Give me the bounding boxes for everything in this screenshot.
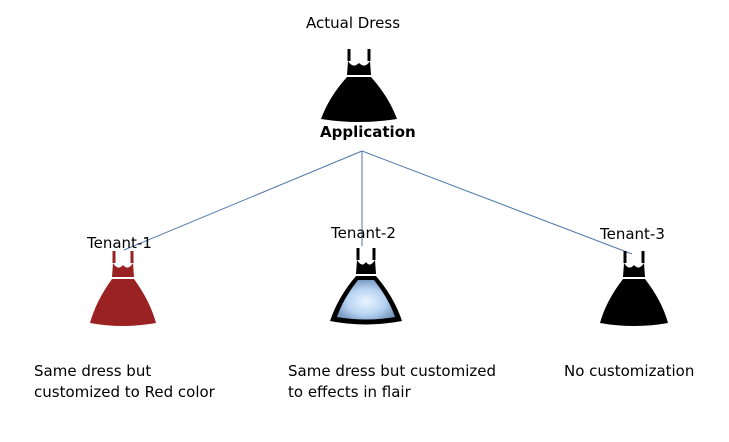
tenant-1-description-line-1: Same dress but xyxy=(34,362,152,380)
tenant-2-description-line-2: to effects in flair xyxy=(288,383,411,401)
flair-dress-icon xyxy=(330,248,402,325)
root-subtitle: Application xyxy=(320,123,416,141)
tenant-1-description-line-2: customized to Red color xyxy=(34,383,215,401)
actual-dress-icon xyxy=(321,49,397,122)
tenant-2-description-line-1: Same dress but customized xyxy=(288,362,497,380)
connector-tenant-1 xyxy=(123,150,363,251)
root-title: Actual Dress xyxy=(306,14,401,32)
tenant-3-description: No customization xyxy=(564,361,694,382)
red-dress-icon xyxy=(90,251,156,326)
tenant-1-description: Same dress but customized to Red color xyxy=(34,361,215,403)
tenant-2-label: Tenant-2 xyxy=(331,224,396,242)
tenant-1-label: Tenant-1 xyxy=(87,234,152,252)
tenant-3-label: Tenant-3 xyxy=(600,225,665,243)
tenant-2-description: Same dress but customized to effects in … xyxy=(288,361,496,403)
black-dress-icon xyxy=(600,251,668,326)
connector-tenant-3 xyxy=(361,150,633,255)
tenant-3-description-line-1: No customization xyxy=(564,362,695,380)
